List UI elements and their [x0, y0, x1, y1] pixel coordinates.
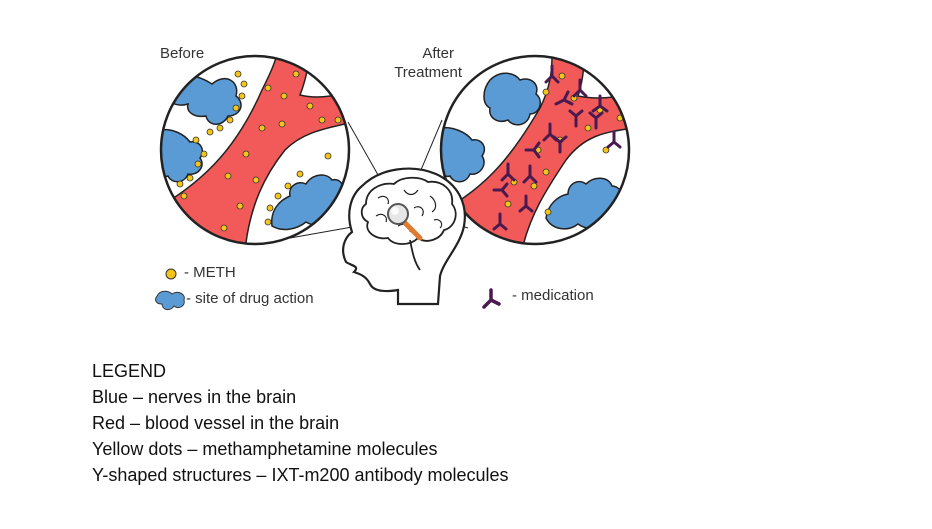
meth-dot-icon [165, 268, 177, 280]
meth-dots [176, 70, 342, 232]
legend-line-blue: Blue – nerves in the brain [92, 387, 297, 407]
legend-line-red: Red – blood vessel in the brain [92, 413, 340, 433]
after-treatment-label: After Treatment [372, 44, 462, 82]
legend-line-yellow: Yellow dots – methamphetamine molecules [92, 439, 438, 459]
legend-text: LEGEND Blue – nerves in the brain Red – … [92, 358, 509, 488]
antibody-icon [482, 288, 501, 309]
site-key-label: - site of drug action [186, 290, 314, 307]
meth-key-label: - METH [184, 264, 236, 281]
brain-stem [409, 239, 421, 271]
after-circle [439, 54, 631, 246]
magnifier-icon [387, 203, 423, 241]
after-label-line1: After [422, 45, 454, 62]
head-with-brain [342, 167, 466, 306]
before-circle [159, 54, 351, 246]
medication-key-label: - medication [512, 287, 594, 304]
brain [360, 176, 457, 245]
nerve-top-right [483, 72, 541, 126]
legend-heading: LEGEND [92, 361, 167, 381]
nerve-left [441, 126, 486, 183]
before-label: Before [160, 45, 205, 62]
antibody-molecules [492, 64, 622, 231]
nerve-site-icon [155, 290, 185, 311]
legend-line-y-shaped: Y-shaped structures – IXT-m200 antibody … [92, 465, 509, 485]
after-label-line2: Treatment [394, 64, 462, 81]
